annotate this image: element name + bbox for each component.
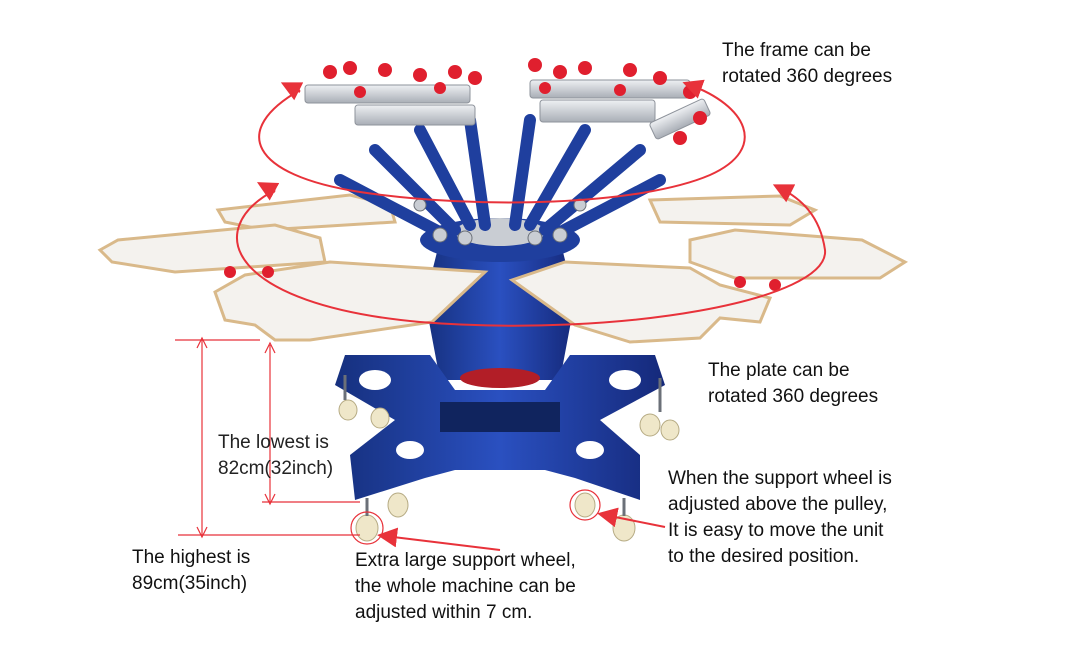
plate-rotation-arrow <box>236 184 827 327</box>
highest-dimension-line <box>175 336 360 539</box>
pulley-leader <box>597 507 666 528</box>
highest-height-caption: The highest is 89cm(35inch) <box>132 545 250 597</box>
frame-rotation-arrow <box>258 79 746 204</box>
frame-rotation-arrow-start <box>280 82 304 101</box>
caption-line: 82cm(32inch) <box>218 458 334 479</box>
print-head-arms <box>334 114 666 241</box>
caption-line: When the support wheel is <box>668 468 892 489</box>
wheel-adjust-caption: When the support wheel is adjusted above… <box>668 466 892 570</box>
caption-line: The highest is <box>132 547 251 568</box>
pallet-front-left <box>213 260 489 342</box>
caption-line: The frame can be <box>722 40 871 61</box>
caption-line: adjusted within 7 cm. <box>355 602 533 623</box>
caption-line: It is easy to move the unit <box>668 520 884 541</box>
frame-rotation-caption: The frame can be rotated 360 degrees <box>722 38 892 90</box>
caption-line: 89cm(35inch) <box>132 573 248 594</box>
support-wheel-leader <box>377 527 501 551</box>
pallet-knobs <box>224 266 781 291</box>
caption-line: rotated 360 degrees <box>722 66 893 87</box>
lowest-height-caption: The lowest is 82cm(32inch) <box>218 430 333 482</box>
caption-line: The plate can be <box>708 360 850 381</box>
support-wheels <box>338 399 680 542</box>
caption-line: the whole machine can be <box>355 576 576 597</box>
pallet-front-right <box>508 260 773 344</box>
caption-line: The lowest is <box>218 432 329 453</box>
press-base <box>335 355 665 500</box>
pallet-right <box>688 228 909 280</box>
pallet-back-right <box>647 194 819 227</box>
pallet-left <box>97 223 327 274</box>
caption-line: to the desired position. <box>668 546 860 567</box>
caption-line: Extra large support wheel, <box>355 550 576 571</box>
plate-rotation-arrow-start <box>256 182 280 201</box>
pulley-callout-circle <box>569 489 601 521</box>
plate-rotation-caption: The plate can be rotated 360 degrees <box>708 358 878 410</box>
center-hub-rollers <box>413 198 587 246</box>
pallet-back-left <box>215 193 397 232</box>
leveling-bolts <box>343 375 662 516</box>
caption-line: adjusted above the pulley, <box>668 494 888 515</box>
support-wheel-caption: Extra large support wheel, the whole mac… <box>355 548 576 626</box>
caption-line: rotated 360 degrees <box>708 386 879 407</box>
screen-frames <box>304 79 711 140</box>
lowest-dimension-line <box>262 341 360 506</box>
